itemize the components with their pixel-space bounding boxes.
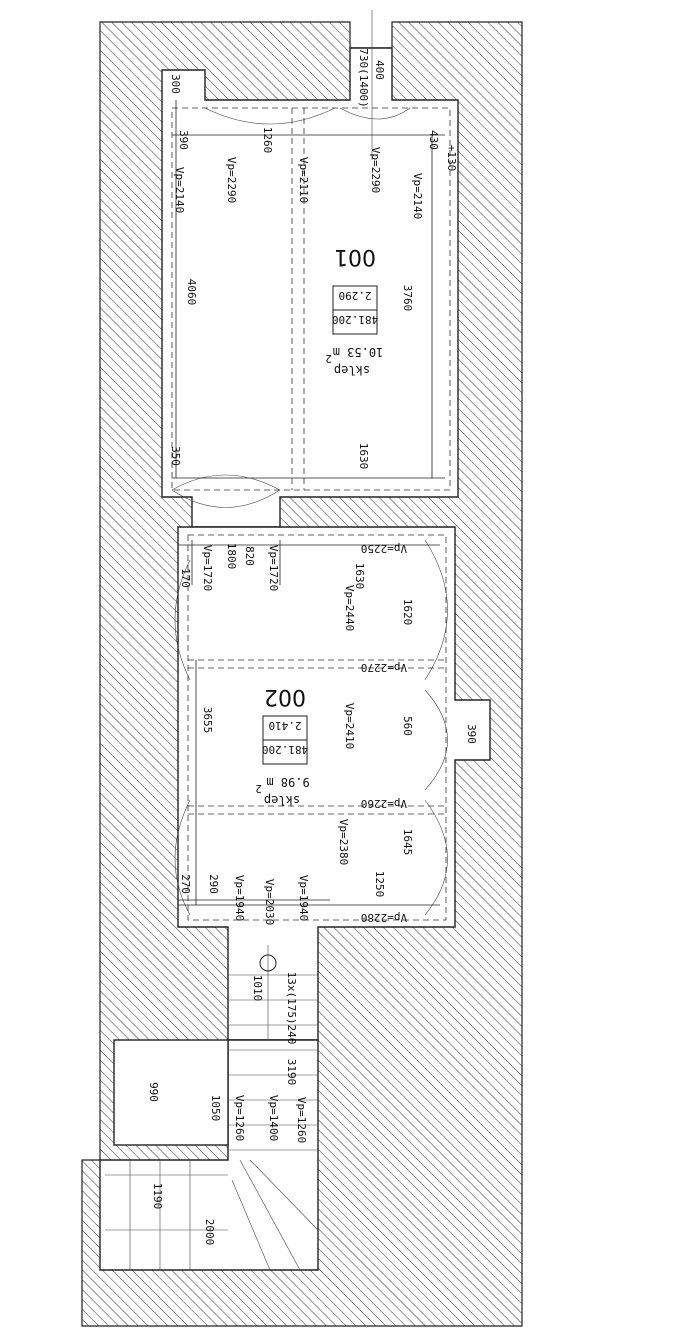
dim-3760: 3760 — [401, 285, 414, 312]
room-002-tag: 002 481.200 2.410 9.98 m 2 sklep — [255, 684, 309, 807]
dim-1260a: 1260 — [261, 127, 274, 154]
dim-1250: 1250 — [373, 871, 386, 898]
room-001-floor — [161, 47, 459, 528]
room-002-inner-outline — [187, 534, 447, 921]
dim-130: +130 — [445, 145, 458, 172]
arch-room-002-mid — [424, 689, 448, 791]
arch-room-002-top — [424, 539, 448, 681]
vp-1260-b: Vp=1260 — [295, 1097, 308, 1143]
arch-top-001 — [204, 107, 336, 125]
vp-2140-a: Vp=2140 — [173, 167, 186, 213]
vp-2110: Vp=2110 — [297, 157, 310, 203]
vp-2250: Vp=2250 — [361, 542, 407, 555]
dim-290: 290 — [207, 874, 220, 894]
arch-bottom-001b — [171, 489, 281, 508]
dim-1190: 1190 — [151, 1183, 164, 1210]
vp-2030: Vp=2030 — [263, 879, 276, 925]
dim-1050: 1050 — [209, 1095, 222, 1122]
vp-2280: Vp=2280 — [361, 911, 407, 924]
vp-2260: Vp=2260 — [361, 797, 407, 810]
vp-1720-a: Vp=1720 — [201, 545, 214, 591]
vp-2270: Vp=2270 — [361, 661, 407, 674]
room-002-name: sklep — [264, 793, 300, 807]
dimension-labels: 400 730(1400) 300 390 1260 430 +130 Vp=2… — [147, 48, 478, 1245]
room-002-area: 9.98 m — [266, 775, 309, 789]
vp-1940-a: Vp=1940 — [233, 875, 246, 921]
vp-2380: Vp=2380 — [337, 819, 350, 865]
dim-1630b: 1630 — [353, 563, 366, 590]
dim-1010: 1010 — [251, 975, 264, 1002]
dim-350: 350 — [169, 446, 182, 466]
arch-room-002-bot — [424, 799, 448, 916]
room-002-number: 002 — [264, 684, 306, 709]
dim-390b: 390 — [465, 724, 478, 744]
dim-170: 170 — [179, 568, 192, 588]
dim-430: 430 — [427, 130, 440, 150]
dim-1630a: 1630 — [357, 443, 370, 470]
room-001-number: 001 — [334, 244, 376, 269]
arch-room-002-left — [174, 559, 191, 681]
vp-1260-a: Vp=1260 — [233, 1095, 246, 1141]
dim-4060: 4060 — [185, 279, 198, 306]
vp-2140-b: Vp=2140 — [411, 173, 424, 219]
dim-3190: 3190 — [285, 1059, 298, 1086]
room-001-elevation: 481.200 — [332, 313, 378, 326]
room-001-height: 2.290 — [338, 289, 371, 302]
vp-2410: Vp=2410 — [343, 703, 356, 749]
dim-990: 990 — [147, 1082, 160, 1102]
dim-400: 400 — [373, 60, 386, 80]
vp-2440: Vp=2440 — [343, 585, 356, 631]
dim-560: 560 — [401, 716, 414, 736]
dim-300: 300 — [169, 74, 182, 94]
dim-1645: 1645 — [401, 829, 414, 856]
vp-2290-a: Vp=2290 — [225, 157, 238, 203]
vp-1400: Vp=1400 — [267, 1095, 280, 1141]
room-002-elevation: 481.200 — [262, 743, 308, 756]
arch-top-001b — [339, 107, 411, 120]
stairs-label: 13x(175)240 — [285, 972, 298, 1045]
dim-3655: 3655 — [201, 707, 214, 734]
room-002-floor — [177, 526, 491, 1041]
arch-room-002-left2 — [174, 799, 191, 916]
stair-treads — [105, 974, 319, 1271]
dim-1800: 1800 — [225, 543, 238, 570]
vp-2290-b: Vp=2290 — [369, 147, 382, 193]
dim-820: 820 — [243, 546, 256, 566]
room-001-tag: 001 481.200 2.290 10.53 m 2 sklep — [325, 244, 383, 377]
room-001-name: sklep — [334, 363, 370, 377]
side-niche — [113, 1039, 229, 1146]
vp-1720-b: Vp=1720 — [267, 545, 280, 591]
dim-390a: 390 — [177, 130, 190, 150]
room-002-area-sup: 2 — [255, 782, 262, 795]
room-002-height: 2.410 — [268, 719, 301, 732]
dim-730: 730(1400) — [357, 48, 370, 108]
dim-270: 270 — [179, 874, 192, 894]
vp-1940-b: Vp=1940 — [297, 875, 310, 921]
room-001-area-sup: 2 — [325, 352, 332, 365]
stair-start-marker — [259, 954, 277, 972]
dim-2000: 2000 — [203, 1219, 216, 1246]
dimension-lines — [172, 100, 445, 906]
arch-bottom-001 — [171, 474, 281, 491]
dim-1620: 1620 — [401, 599, 414, 626]
stair-shaft — [99, 1039, 319, 1271]
room-001-area: 10.53 m — [333, 345, 384, 359]
